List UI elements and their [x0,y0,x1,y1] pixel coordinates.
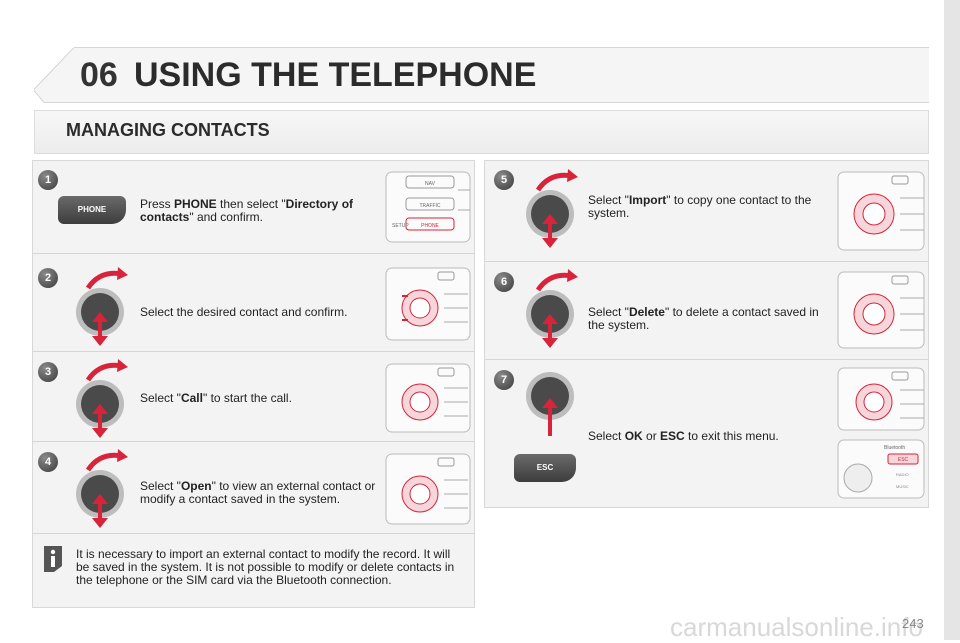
info-icon [44,546,62,572]
controller-panel-illustration [837,271,925,349]
step-row-2 [32,254,475,352]
panel-esc-label: ESC [898,457,909,463]
esc-panel-illustration: Bluetooth ESC RADIO MUSIC [837,439,925,499]
rotary-knob-press-icon [526,372,574,436]
step-row-3 [32,352,475,442]
step-7-text: Select OK or ESC to exit this menu. [588,429,779,443]
panel-traffic-label: TRAFFIC [419,203,440,209]
step-2-text: Select the desired contact and confirm. [140,305,348,319]
section-header-box [34,110,929,154]
step-badge-4: 4 [38,452,58,472]
panel-radio-label: RADIO [896,472,909,477]
chapter-number: 06 [80,56,118,94]
step-row-1 [32,160,475,254]
step-row-6 [484,262,929,360]
rotary-knob-icon [76,449,128,528]
step-badge-7: 7 [494,370,514,390]
step-3-text: Select "Call" to start the call. [140,391,292,405]
controller-panel-illustration [385,453,471,525]
panel-nav-label: NAV [425,181,436,187]
step-row-4 [32,442,475,534]
controller-panel-illustration [837,171,925,251]
step-badge-2: 2 [38,268,58,288]
step-4-text: Select "Open" to view an external contac… [140,479,376,506]
phone-button-illustration: PHONE [58,196,126,224]
rotary-knob-icon [76,267,128,346]
watermark: carmanualsonline.info [670,612,923,642]
step-badge-1: 1 [38,170,58,190]
chapter-title: USING THE TELEPHONE [134,56,537,94]
step-badge-5: 5 [494,170,514,190]
page-number: 243 [902,616,924,631]
step-6-text: Select "Delete" to delete a contact save… [588,305,819,332]
step-badge-3: 3 [38,362,58,382]
info-note-text: It is necessary to import an external co… [76,547,455,587]
rotary-knob-icon [526,269,578,348]
step-5-text: Select "Import" to copy one contact to t… [588,193,812,220]
page-edge-rail [944,0,960,640]
rotary-knob-icon [76,359,128,438]
phone-panel-illustration: NAV TRAFFIC PHONE SETUP [385,171,471,243]
panel-phone-label: PHONE [421,223,439,229]
panel-setup-label: SETUP [392,223,409,229]
esc-button-illustration: ESC [514,454,576,482]
controller-panel-illustration [837,367,925,431]
chapter-header-frame [34,47,929,103]
step-row-5 [484,160,929,262]
controller-panel-illustration [385,363,471,433]
controller-panel-illustration [385,267,471,341]
step-badge-6: 6 [494,272,514,292]
panel-bluetooth-label: Bluetooth [884,445,905,451]
step-1-text: Press PHONE then select "Directory of co… [140,197,354,224]
section-title: MANAGING CONTACTS [66,120,270,140]
rotary-knob-icon [526,169,578,248]
panel-music-label: MUSIC [896,484,909,489]
